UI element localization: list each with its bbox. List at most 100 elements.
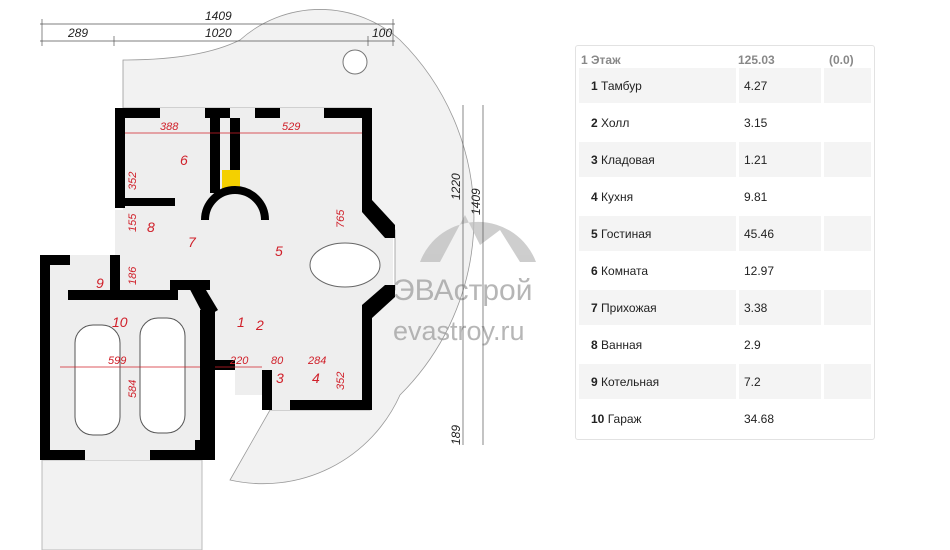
stair-arch <box>201 186 269 221</box>
table-row: 7 Прихожая 3.38 <box>579 290 871 325</box>
room-label-9: 9 <box>96 275 104 291</box>
table-row: 3 Кладовая 1.21 <box>579 142 871 177</box>
watermark-site: evastroy.ru <box>393 316 525 346</box>
house-logo-icon <box>420 215 536 262</box>
floor-plan: 388 529 352 155 186 765 599 584 220 80 2… <box>40 9 536 550</box>
room-label-2: 2 <box>255 317 264 333</box>
dim-599: 599 <box>108 355 126 367</box>
table-row: 5 Гостиная 45.46 <box>579 216 871 251</box>
floor-total-area: 125.03 <box>738 53 775 67</box>
room-number: 1 <box>591 79 598 93</box>
room-area: 2.9 <box>744 338 761 352</box>
room-area: 1.21 <box>744 153 768 167</box>
room-label-7: 7 <box>188 234 197 250</box>
dim-height-a: 1220 <box>449 173 463 200</box>
room-name-cell: 2 Холл <box>579 105 736 140</box>
room-area: 9.81 <box>744 190 768 204</box>
table-row: 10 Гараж 34.68 <box>579 401 871 436</box>
room-name: Тамбур <box>601 79 642 93</box>
dimension-lines <box>40 19 484 445</box>
room-name: Кухня <box>601 190 634 204</box>
room-area: 3.38 <box>744 301 768 315</box>
room-name: Кладовая <box>601 153 655 167</box>
room-extra-cell <box>824 327 871 362</box>
inner-dimension-lines <box>60 132 362 368</box>
room-number: 7 <box>591 301 598 315</box>
room-label-1: 1 <box>237 314 245 330</box>
car-2 <box>139 317 186 434</box>
floor-extra-area: (0.0) <box>829 53 854 67</box>
room-name-cell: 4 Кухня <box>579 179 736 214</box>
dim-155: 155 <box>127 213 139 232</box>
dim-186: 186 <box>127 266 139 285</box>
room-number: 3 <box>591 153 598 167</box>
room-name-cell: 9 Котельная <box>579 364 736 399</box>
room-area: 7.2 <box>744 375 761 389</box>
dim-220: 220 <box>229 355 249 367</box>
dim-388: 388 <box>160 121 179 133</box>
dim-352a: 352 <box>127 172 139 190</box>
dim-284: 284 <box>307 355 326 367</box>
room-area: 34.68 <box>744 412 775 426</box>
room-area-cell: 3.15 <box>739 105 821 140</box>
room-label-4: 4 <box>312 370 320 386</box>
room-area-table: 1 Этаж 125.03 (0.0) 1 Тамбур 4.27 2 Холл… <box>575 45 875 440</box>
room-name: Ванная <box>601 338 643 352</box>
walls <box>40 108 395 460</box>
room-label-6: 6 <box>180 152 188 168</box>
dining-table <box>309 242 381 288</box>
table-row: 4 Кухня 9.81 <box>579 179 871 214</box>
interior <box>42 108 393 460</box>
room-number: 4 <box>591 190 598 204</box>
room-extra-cell <box>824 216 871 251</box>
room-label-3: 3 <box>276 370 284 386</box>
dim-total-width: 1409 <box>205 9 232 23</box>
dim-height-b: 1409 <box>469 188 483 215</box>
patio-table <box>342 49 368 75</box>
dim-middle: 1020 <box>205 26 232 40</box>
dim-584: 584 <box>127 380 139 398</box>
room-area-cell: 9.81 <box>739 179 821 214</box>
room-label-10: 10 <box>112 314 128 330</box>
car-1 <box>74 324 121 436</box>
room-extra-cell <box>824 68 871 103</box>
table-row: 2 Холл 3.15 <box>579 105 871 140</box>
room-area: 4.27 <box>744 79 768 93</box>
room-extra-cell <box>824 142 871 177</box>
room-name: Гараж <box>607 412 642 426</box>
table-header: 1 Этаж 125.03 (0.0) <box>580 50 870 68</box>
room-extra-cell <box>824 253 871 288</box>
room-name-cell: 3 Кладовая <box>579 142 736 177</box>
room-extra-cell <box>824 401 871 436</box>
room-number: 6 <box>591 264 598 278</box>
room-name-cell: 1 Тамбур <box>579 68 736 103</box>
room-area: 3.15 <box>744 116 768 130</box>
dim-80: 80 <box>271 355 284 367</box>
room-label-5: 5 <box>275 243 283 259</box>
table-row: 8 Ванная 2.9 <box>579 327 871 362</box>
room-name-cell: 7 Прихожая <box>579 290 736 325</box>
room-area-cell: 12.97 <box>739 253 821 288</box>
room-label-8: 8 <box>147 219 155 235</box>
room-number: 2 <box>591 116 598 130</box>
dim-352b: 352 <box>335 372 347 390</box>
room-name: Гостиная <box>601 227 652 241</box>
room-number: 10 <box>591 412 605 426</box>
floor-label: 1 Этаж <box>581 53 621 67</box>
room-area-cell: 1.21 <box>739 142 821 177</box>
room-area-cell: 3.38 <box>739 290 821 325</box>
table-row: 1 Тамбур 4.27 <box>579 68 871 103</box>
room-name: Котельная <box>601 375 660 389</box>
room-area: 45.46 <box>744 227 775 241</box>
room-extra-cell <box>824 179 871 214</box>
room-extra-cell <box>824 290 871 325</box>
table-row: 6 Комната 12.97 <box>579 253 871 288</box>
room-number: 5 <box>591 227 598 241</box>
room-area-cell: 2.9 <box>739 327 821 362</box>
dim-right: 100 <box>372 26 392 40</box>
room-name-cell: 10 Гараж <box>579 401 736 436</box>
terrace <box>122 9 475 485</box>
dim-height-c: 189 <box>449 425 463 445</box>
room-area-cell: 7.2 <box>739 364 821 399</box>
